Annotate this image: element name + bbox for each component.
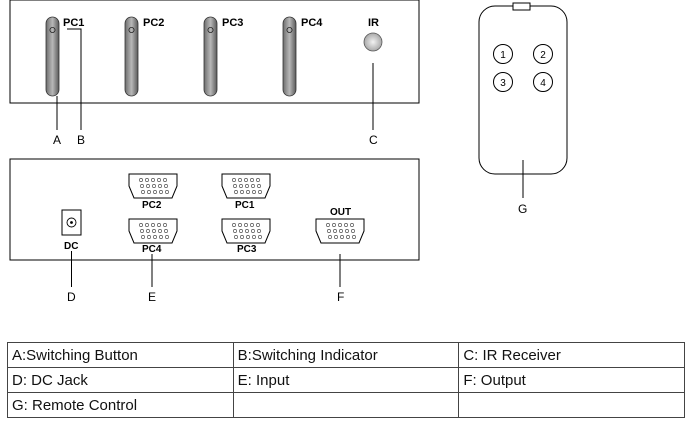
callout-c: C [369, 133, 378, 147]
legend-cell-c: C: IR Receiver [458, 342, 685, 368]
legend-cell-b: B:Switching Indicator [232, 342, 460, 368]
remote-button-4-label: 4 [540, 78, 546, 89]
legend-cell-g: G: Remote Control [7, 392, 234, 418]
switching-button-pc4[interactable]: PC4 [282, 16, 323, 97]
button-label-pc2: PC2 [143, 17, 164, 29]
legend-table: A:Switching Button B:Switching Indicator… [7, 342, 685, 418]
port-label-pc4: PC4 [142, 244, 162, 255]
callout-d: D [67, 290, 76, 304]
remote-button-2-label: 2 [540, 50, 546, 61]
callout-a: A [53, 133, 61, 147]
switching-indicator-pc3 [207, 26, 214, 33]
dc-label: DC [64, 241, 78, 252]
legend-cell-d: D: DC Jack [7, 367, 234, 393]
switching-button-pc2[interactable]: PC2 [124, 16, 164, 97]
legend-row: A:Switching Button B:Switching Indicator… [7, 342, 685, 368]
button-label-pc4: PC4 [301, 17, 323, 29]
remote-control [478, 2, 568, 175]
remote-button-1[interactable]: 1 [493, 44, 513, 64]
ir-label: IR [368, 17, 379, 29]
callout-e: E [148, 290, 156, 304]
callout-g: G [518, 202, 527, 216]
button-label-pc3: PC3 [222, 17, 243, 29]
remote-button-2[interactable]: 2 [533, 44, 553, 64]
legend-cell-empty-2 [458, 392, 685, 418]
remote-button-3[interactable]: 3 [493, 72, 513, 92]
input-port-pc3: PC3 [221, 218, 271, 255]
input-port-pc4: PC4 [128, 218, 178, 255]
legend-cell-e: E: Input [232, 367, 460, 393]
port-label-pc2: PC2 [142, 200, 162, 211]
input-port-pc2: PC2 [128, 173, 178, 211]
port-label-pc1: PC1 [235, 200, 255, 211]
legend-cell-empty-1 [232, 392, 460, 418]
port-label-pc3: PC3 [237, 244, 257, 255]
callout-f: F [337, 290, 344, 304]
port-label-out: OUT [330, 207, 351, 218]
remote-button-3-label: 3 [500, 78, 506, 89]
button-label-pc1: PC1 [63, 17, 84, 29]
device-diagram: PC1 PC2 PC3 PC4 IR A B C DC PC2 [9, 0, 568, 304]
legend-cell-a: A:Switching Button [7, 342, 234, 368]
ir-receiver: IR [363, 17, 383, 52]
remote-button-1-label: 1 [500, 50, 506, 61]
output-port: OUT [315, 207, 365, 244]
switching-indicator-pc4 [286, 26, 293, 33]
legend-row: G: Remote Control [7, 392, 685, 418]
switching-indicator-pc2 [128, 26, 135, 33]
legend-cell-f: F: Output [458, 367, 685, 393]
callout-b: B [77, 133, 85, 147]
input-port-pc1: PC1 [221, 173, 271, 211]
switching-button-pc1[interactable]: PC1 [45, 16, 84, 97]
dc-jack: DC [61, 209, 82, 252]
legend-row: D: DC Jack E: Input F: Output [7, 367, 685, 393]
switching-button-pc3[interactable]: PC3 [203, 16, 243, 97]
switching-indicator-pc1 [49, 26, 56, 33]
remote-button-4[interactable]: 4 [533, 72, 553, 92]
